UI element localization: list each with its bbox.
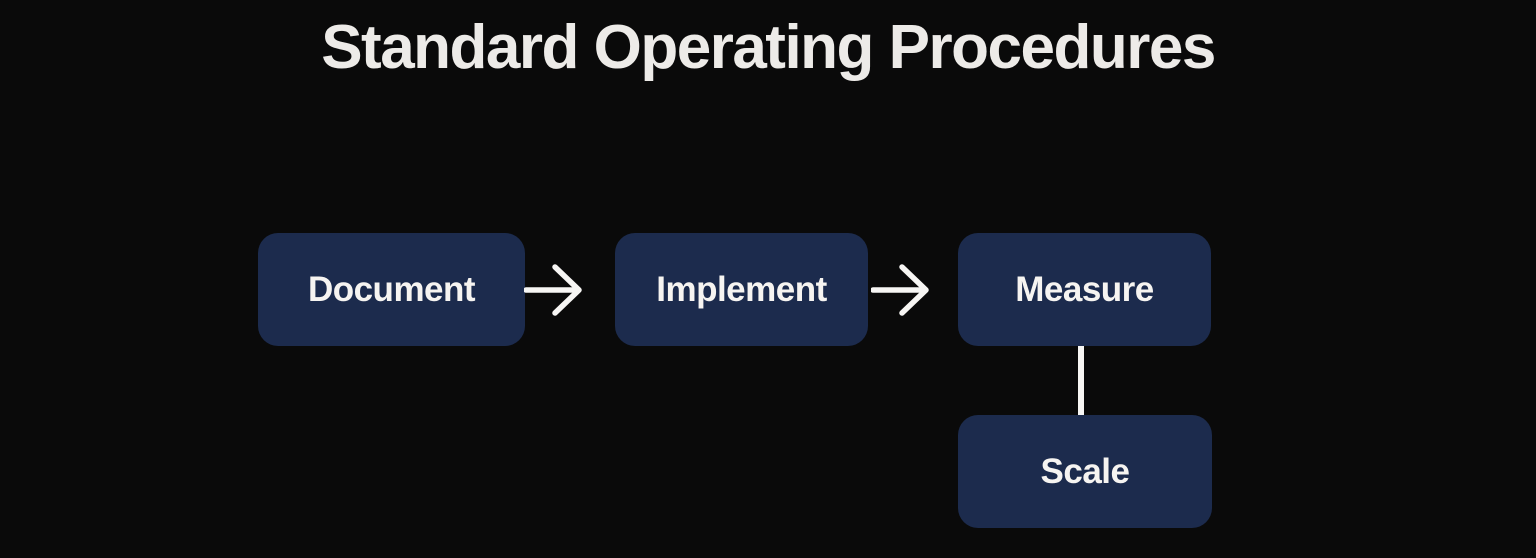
flow-node-label: Measure [1015,269,1154,309]
vertical-connector-line [1078,346,1084,416]
flow-node-document: Document [258,233,525,346]
arrow-right-icon [524,264,582,316]
flow-node-label: Scale [1040,451,1130,491]
flow-node-implement: Implement [615,233,868,346]
arrow-right-icon [871,264,929,316]
page-title: Standard Operating Procedures [321,13,1216,82]
flow-node-scale: Scale [958,415,1212,528]
flow-node-label: Document [307,269,476,309]
flow-node-label: Implement [656,269,827,309]
flow-node-measure: Measure [958,233,1211,346]
